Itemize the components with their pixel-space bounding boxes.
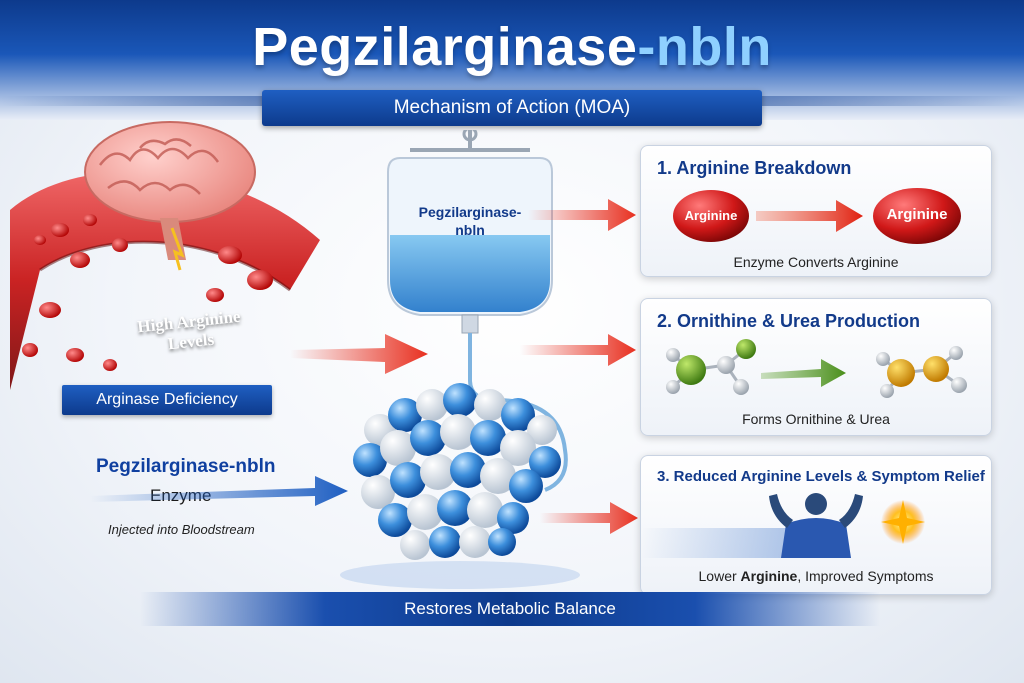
person-icon bbox=[769, 493, 863, 558]
footer-banner: Restores Metabolic Balance bbox=[140, 592, 880, 626]
arginine-conversion-illustration bbox=[673, 188, 961, 244]
step1-title: 1. Arginine Breakdown bbox=[657, 158, 852, 178]
footer-banner-text: Restores Metabolic Balance bbox=[404, 599, 616, 618]
injection-note: Injected into Bloodstream bbox=[108, 522, 255, 537]
sparkle-icon bbox=[881, 500, 925, 544]
person-relief-illustration bbox=[641, 493, 925, 558]
subtitle-banner: Mechanism of Action (MOA) bbox=[262, 90, 762, 126]
step3-title: 3. Reduced Arginine Levels & Symptom Rel… bbox=[657, 468, 985, 485]
step3-caption: Lower Arginine, Improved Symptoms bbox=[641, 568, 991, 584]
red-arrow-step1-icon bbox=[528, 199, 636, 231]
blood-vessel-illustration bbox=[10, 121, 320, 390]
step3-panel: 3. Reduced Arginine Levels & Symptom Rel… bbox=[640, 455, 992, 595]
red-blood-cells bbox=[22, 214, 273, 371]
step2-caption: Forms Ornithine & Urea bbox=[742, 411, 890, 427]
enzyme-molecule-cluster bbox=[353, 383, 561, 560]
page-title: Pegzilarginase-nbln bbox=[0, 16, 1024, 78]
iv-bag-label-line2: nbln bbox=[455, 222, 485, 238]
drug-name: Pegzilarginase-nbln bbox=[96, 456, 276, 477]
title-main: Pegzilarginase bbox=[252, 17, 638, 77]
step2-title: 2. Ornithine & Urea Production bbox=[657, 311, 921, 331]
molecule-left-label: Arginine bbox=[684, 208, 738, 223]
molecule-right-label: Arginine bbox=[886, 206, 948, 223]
blue-arrow-icon bbox=[90, 476, 348, 506]
red-arrow-step2-icon bbox=[520, 334, 636, 366]
deficiency-label: Arginase Deficiency bbox=[96, 391, 238, 408]
step3-caption-post: , Improved Symptoms bbox=[797, 568, 934, 584]
vessel-tube bbox=[10, 171, 320, 390]
title-suffix: -nbln bbox=[637, 17, 772, 77]
iv-fluid bbox=[390, 235, 550, 312]
brain-icon bbox=[84, 121, 256, 271]
step3-caption-pre: Lower bbox=[698, 568, 741, 584]
iv-bag-label-line1: Pegzilarginase- bbox=[418, 204, 522, 220]
iv-bag-illustration bbox=[340, 130, 580, 589]
ornithine-urea-molecules-illustration bbox=[666, 339, 967, 398]
red-arrow-icon bbox=[290, 334, 428, 374]
deficiency-banner: Arginase Deficiency bbox=[62, 385, 272, 415]
red-arrow-step3-icon bbox=[540, 502, 638, 534]
step1-panel: 1. Arginine Breakdown Arginine Arginine … bbox=[640, 145, 992, 277]
step1-caption: Enzyme Converts Arginine bbox=[733, 254, 899, 270]
step3-caption-bold: Arginine bbox=[740, 568, 798, 584]
step2-panel: 2. Ornithine & Urea Production Forms Orn… bbox=[640, 298, 992, 436]
iv-bag-label: Pegzilarginase- nbln bbox=[392, 203, 548, 239]
